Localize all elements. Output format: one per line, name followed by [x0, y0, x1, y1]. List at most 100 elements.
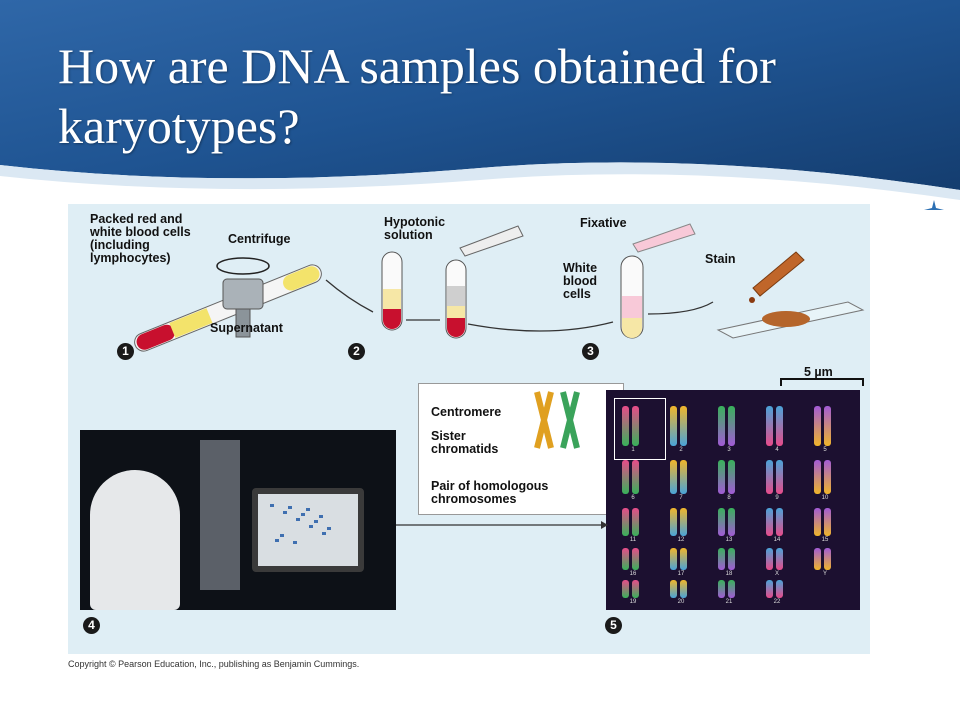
- screen-chromosome-dot: [283, 511, 287, 514]
- lab-technician-photo: [80, 430, 396, 610]
- chromosome-pair-icon: [534, 391, 580, 449]
- chromosome-number: 21: [725, 599, 733, 605]
- chromosome-number: 19: [629, 599, 637, 605]
- chromosome-1: 1: [622, 406, 642, 453]
- process-arrows: [325, 279, 714, 332]
- screen-chromosome-dot: [296, 518, 300, 521]
- chromosome-7: 7: [670, 460, 690, 501]
- chromosome-19: 19: [622, 580, 642, 605]
- pipette-hypotonic: [459, 225, 524, 257]
- screen-chromosome-dot: [327, 527, 331, 530]
- label-stain: Stain: [705, 252, 736, 266]
- scale-bar: [780, 378, 864, 386]
- screen-chromosome-dot: [314, 520, 318, 523]
- chromosome-9: 9: [766, 460, 786, 501]
- test-tube-1: [381, 251, 403, 331]
- chromosome-22: 22: [766, 580, 786, 605]
- label-supernatant: Supernatant: [210, 321, 283, 335]
- stain-dropper: [749, 251, 805, 303]
- label-centromere: Centromere: [431, 405, 502, 419]
- chromosome-number: 13: [725, 537, 733, 543]
- chromosome-number: 5: [823, 447, 827, 453]
- chromosome-16: 16: [622, 548, 642, 577]
- screen-chromosome-dot: [288, 506, 292, 509]
- chromosome-6: 6: [622, 460, 642, 501]
- chromosome-number: 20: [677, 599, 685, 605]
- chromosome-number: 6: [631, 495, 635, 501]
- chromosome-number: 12: [677, 537, 685, 543]
- chromosome-number: 7: [679, 495, 683, 501]
- slide-title: How are DNA samples obtained for karyoty…: [58, 38, 776, 154]
- label-packed-cells: Packed red and white blood cells (includ…: [90, 212, 191, 265]
- chromosome-17: 17: [670, 548, 690, 577]
- label-sister-chromatids: Sister chromatids: [431, 429, 499, 456]
- chromosome-11: 11: [622, 508, 642, 543]
- equipment-rack: [200, 440, 240, 590]
- title-banner: [0, 0, 960, 210]
- label-homologous-pair: Pair of homologous chromosomes: [431, 479, 549, 506]
- screen-chromosome-dot: [270, 504, 274, 507]
- screen-chromosome-dot: [309, 525, 313, 528]
- step-number-5: 5: [605, 617, 622, 634]
- chromosome-18: 18: [718, 548, 738, 577]
- chromosome-4: 4: [766, 406, 786, 453]
- chromosome-14: 14: [766, 508, 786, 543]
- microscope-slide: [716, 301, 865, 339]
- chromosome-20: 20: [670, 580, 690, 605]
- chromosome-13: 13: [718, 508, 738, 543]
- test-tube-2: [445, 259, 467, 339]
- screen-chromosome-dot: [301, 513, 305, 516]
- centrifuge-icon: [216, 257, 270, 338]
- chromosome-number: 15: [821, 537, 829, 543]
- chromosome-number: 8: [727, 495, 731, 501]
- monitor-icon: [252, 488, 364, 572]
- label-hypotonic: Hypotonic solution: [384, 215, 446, 242]
- chromosome-10: 10: [814, 460, 834, 501]
- chromosome-12: 12: [670, 508, 690, 543]
- star-icon: [924, 200, 944, 210]
- chromosome-number: 1: [631, 447, 635, 453]
- chromosome-Y: Y: [814, 548, 834, 577]
- chromosome-number: 10: [821, 495, 829, 501]
- screen-chromosome-dot: [322, 532, 326, 535]
- label-white-blood-cells: White blood cells: [563, 261, 598, 301]
- chromosome-2: 2: [670, 406, 690, 453]
- chromosome-number: 3: [727, 447, 731, 453]
- pipette-fixative: [632, 223, 696, 253]
- screen-chromosome-dot: [319, 515, 323, 518]
- technician-figure: [90, 470, 180, 610]
- copyright-notice: Copyright © Pearson Education, Inc., pub…: [68, 659, 360, 669]
- chromosome-X: X: [766, 548, 786, 577]
- chromosome-number: 17: [677, 571, 685, 577]
- screen-chromosome-dot: [293, 541, 297, 544]
- chromosome-3: 3: [718, 406, 738, 453]
- chromosome-number: 4: [775, 447, 779, 453]
- highlight-box: [614, 398, 666, 460]
- chromosome-8: 8: [718, 460, 738, 501]
- chromosome-15: 15: [814, 508, 834, 543]
- chromosome-number: 18: [725, 571, 733, 577]
- chromosome-number: 14: [773, 537, 781, 543]
- screen-chromosome-dot: [306, 508, 310, 511]
- screen-chromosome-dot: [275, 539, 279, 542]
- chromosome-number: 22: [773, 599, 781, 605]
- test-tube-3: [620, 255, 644, 339]
- chromosome-21: 21: [718, 580, 738, 605]
- step-number-2: 2: [348, 343, 365, 360]
- chromosome-number: 16: [629, 571, 637, 577]
- chromosome-number: Y: [822, 571, 827, 577]
- chromosome-number: 9: [775, 495, 779, 501]
- chromosome-number: X: [774, 571, 779, 577]
- chromosome-number: 2: [679, 447, 683, 453]
- chromosome-inset: Centromere Sister chromatids Pair of hom…: [418, 383, 624, 515]
- arrows-to-karyotype: [396, 521, 608, 529]
- screen-chromosome-dot: [280, 534, 284, 537]
- chromosome-5: 5: [814, 406, 834, 453]
- label-fixative: Fixative: [580, 216, 627, 230]
- chromosome-number: 11: [629, 537, 637, 543]
- process-illustration: [134, 223, 865, 352]
- step-number-4: 4: [83, 617, 100, 634]
- step-number-1: 1: [117, 343, 134, 360]
- scale-label: 5 µm: [804, 365, 833, 379]
